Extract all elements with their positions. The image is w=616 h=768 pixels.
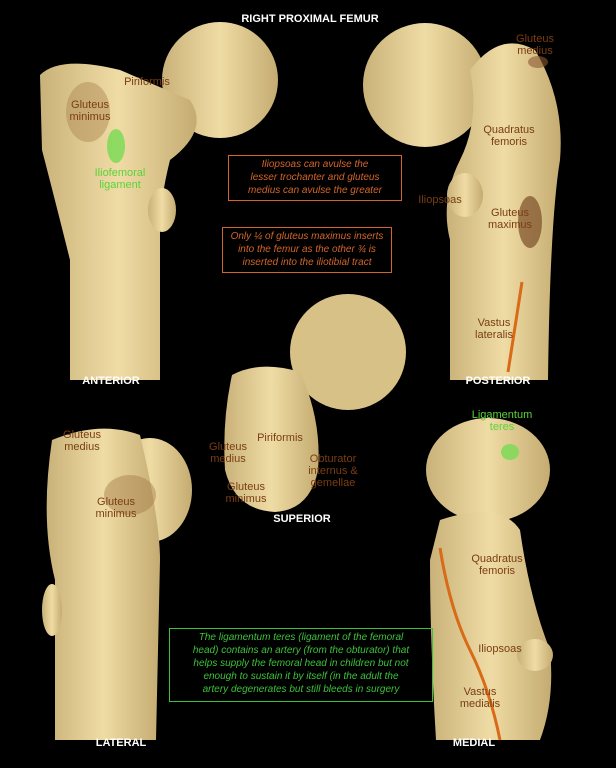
gluteus-maximus-mark [518, 196, 542, 248]
label-vastus-lateralis: Vastus lateralis [475, 317, 513, 341]
anterior-femur [40, 22, 278, 381]
posterior-femur [363, 23, 561, 380]
ligamentum-teres-mark [501, 444, 519, 460]
label-ligamentum-teres: Ligamentum teres [471, 409, 533, 433]
note-gluteus-maximus: Only ¼ of gluteus maximus inserts into t… [222, 227, 392, 273]
label-piriformis: Piriformis [124, 76, 170, 88]
view-label-anterior: ANTERIOR [82, 375, 140, 387]
gluteus-medius-mark [528, 56, 548, 68]
lateral-femur [42, 428, 192, 740]
note-ligamentum-teres: The ligamentum teres (ligament of the fe… [169, 628, 433, 702]
label-gluteus-medius: Gluteus medius [516, 33, 554, 57]
label-superior-gluteus-medius: Gluteus medius [209, 441, 247, 465]
medial-femur [426, 418, 553, 740]
label-medial-quadratus-femoris: Quadratus femoris [471, 553, 523, 577]
label-lateral-gluteus-medius: Gluteus medius [63, 429, 101, 453]
label-vastus-medialis: Vastus medialis [459, 686, 501, 710]
label-iliofemoral-ligament: Iliofemoral ligament [94, 167, 146, 191]
note-avulsion: Iliopsoas can avulse the lesser trochant… [228, 155, 402, 201]
view-label-superior: SUPERIOR [273, 513, 331, 525]
gluteus-minimus-mark [66, 82, 110, 142]
label-superior-piriformis: Piriformis [257, 432, 303, 444]
label-superior-gluteus-minimus: Gluteus minimus [225, 481, 267, 505]
vastus-medialis-line [438, 547, 502, 741]
vastus-lateralis-line [506, 281, 524, 373]
lateral-gluteus-mark [104, 475, 156, 515]
label-medial-iliopsoas: Iliopsoas [478, 643, 522, 655]
view-label-posterior: POSTERIOR [465, 375, 531, 387]
iliofemoral-mark [107, 129, 125, 163]
page-title: RIGHT PROXIMAL FEMUR [241, 13, 379, 25]
view-label-lateral: LATERAL [95, 737, 147, 749]
label-gluteus-minimus: Gluteus minimus [69, 99, 111, 123]
superior-femur [224, 294, 406, 512]
label-quadratus-femoris: Quadratus femoris [483, 124, 535, 148]
view-label-medial: MEDIAL [452, 737, 496, 749]
label-lateral-gluteus-minimus: Gluteus minimus [95, 496, 137, 520]
label-gluteus-maximus: Gluteus maximus [487, 207, 532, 231]
label-iliopsoas: Iliopsoas [418, 194, 462, 206]
label-obturator-internus: Obturator internus & gemellae [308, 453, 358, 489]
